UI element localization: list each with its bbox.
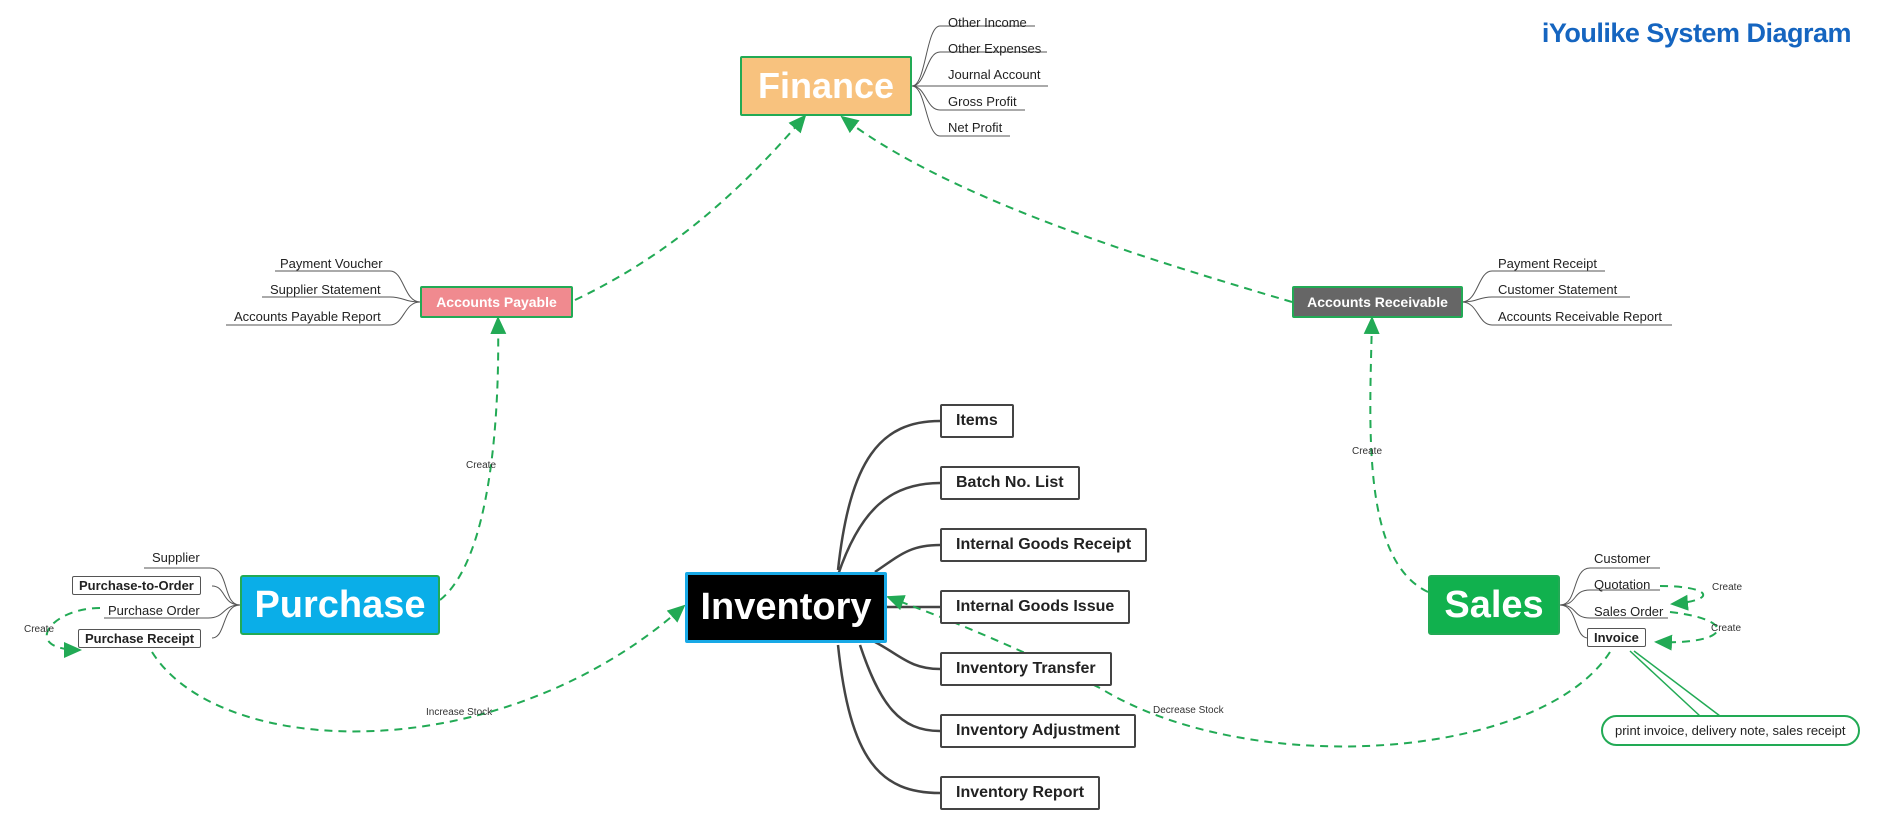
diagram-title: iYoulike System Diagram xyxy=(1541,18,1852,48)
sales-item-sales-order[interactable]: Sales Order xyxy=(1594,604,1664,619)
purchase-order-create-loop xyxy=(45,607,101,658)
finance-item-journal-account[interactable]: Journal Account xyxy=(948,67,1041,82)
finance-bracket xyxy=(911,25,1048,137)
finance-item-gross-profit[interactable]: Gross Profit xyxy=(948,94,1017,109)
invoice-note: print invoice, delivery note, sales rece… xyxy=(1601,715,1860,746)
accounts-receivable-node[interactable]: Accounts Receivable xyxy=(1292,286,1463,318)
purchase-label: Purchase xyxy=(254,583,426,626)
purchase-node[interactable]: Purchase xyxy=(240,575,440,635)
accounts-payable-node[interactable]: Accounts Payable xyxy=(420,286,573,318)
purchase-item-purchase-order[interactable]: Purchase Order xyxy=(108,603,200,618)
purchase-item-purchase-to-order[interactable]: Purchase-to-Order xyxy=(72,576,201,595)
inventory-item-internal-goods-receipt[interactable]: Internal Goods Receipt xyxy=(940,528,1148,562)
flow-connectors xyxy=(45,114,1719,748)
inventory-item-inventory-report[interactable]: Inventory Report xyxy=(940,776,1101,810)
sales-to-ar-connector xyxy=(1363,316,1429,593)
quotation-create-label: Create xyxy=(1712,582,1743,593)
invoice-note-pointer xyxy=(1629,650,1721,717)
decrease-stock-label: Decrease Stock xyxy=(1153,705,1224,716)
inventory-node[interactable]: Inventory xyxy=(685,572,887,643)
increase-stock-connector xyxy=(151,604,686,733)
increase-stock-label: Increase Stock xyxy=(426,707,493,718)
ap-to-finance-connector xyxy=(574,114,807,301)
accounts-payable-label: Accounts Payable xyxy=(436,294,557,310)
ap-item-payment-voucher[interactable]: Payment Voucher xyxy=(280,256,383,271)
ap-item-supplier-statement[interactable]: Supplier Statement xyxy=(270,282,381,297)
purchase-bracket xyxy=(104,567,241,639)
ar-to-finance-connector xyxy=(840,115,1293,303)
sales-item-invoice[interactable]: Invoice xyxy=(1587,628,1646,647)
ar-item-customer-statement[interactable]: Customer Statement xyxy=(1498,282,1618,297)
inventory-label: Inventory xyxy=(700,586,872,628)
ap-item-accounts-payable-report[interactable]: Accounts Payable Report xyxy=(234,309,381,324)
purchase-item-supplier[interactable]: Supplier xyxy=(152,550,200,565)
finance-item-other-expenses[interactable]: Other Expenses xyxy=(948,41,1042,56)
inventory-item-internal-goods-issue[interactable]: Internal Goods Issue xyxy=(940,590,1131,624)
ar-item-accounts-receivable-report[interactable]: Accounts Receivable Report xyxy=(1498,309,1663,324)
ar-create-label: Create xyxy=(1352,446,1383,457)
purchase-item-purchase-receipt[interactable]: Purchase Receipt xyxy=(78,629,202,648)
finance-item-other-income[interactable]: Other Income xyxy=(948,15,1027,30)
quotation-create-loop xyxy=(1659,585,1705,611)
accounts-receivable-bracket xyxy=(1461,270,1672,326)
finance-label: Finance xyxy=(757,65,895,106)
accounts-receivable-label: Accounts Receivable xyxy=(1307,294,1448,310)
decrease-stock-connector xyxy=(886,595,1611,748)
ap-create-label: Create xyxy=(466,460,497,471)
sales-node[interactable]: Sales xyxy=(1428,575,1560,635)
inventory-item-inventory-adjustment[interactable]: Inventory Adjustment xyxy=(940,714,1136,748)
purchase-to-ap-connector xyxy=(439,316,507,601)
sales-order-create-loop xyxy=(1654,611,1719,651)
sales-bracket xyxy=(1559,567,1668,639)
inventory-item-inventory-transfer[interactable]: Inventory Transfer xyxy=(940,652,1112,686)
purchase-order-create-label: Create xyxy=(24,624,55,635)
accounts-payable-bracket xyxy=(226,270,421,326)
sales-label: Sales xyxy=(1444,583,1544,626)
sales-item-quotation[interactable]: Quotation xyxy=(1594,577,1651,592)
finance-node[interactable]: Finance xyxy=(740,56,912,116)
sales-order-create-label: Create xyxy=(1711,623,1742,634)
finance-item-net-profit[interactable]: Net Profit xyxy=(948,120,1003,135)
inventory-item-items[interactable]: Items xyxy=(940,404,1014,438)
ar-item-payment-receipt[interactable]: Payment Receipt xyxy=(1498,256,1597,271)
inventory-item-batch-no-list[interactable]: Batch No. List xyxy=(940,466,1080,500)
sales-item-customer[interactable]: Customer xyxy=(1594,551,1651,566)
inventory-branches xyxy=(836,419,941,795)
